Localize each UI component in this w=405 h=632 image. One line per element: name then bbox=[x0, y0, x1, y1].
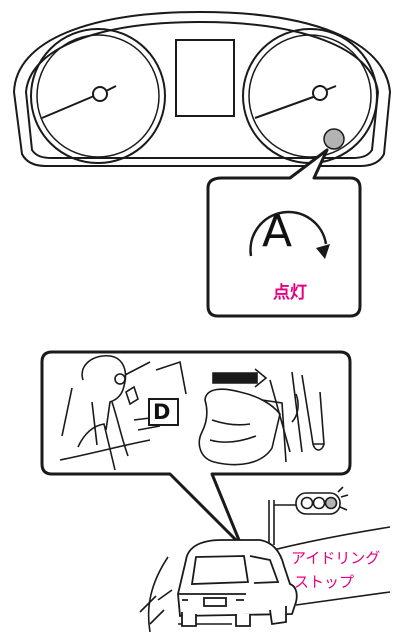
right-gauge bbox=[243, 29, 377, 163]
gear-position-label: D bbox=[153, 402, 170, 423]
idling-stop-label-line2: ストップ bbox=[294, 575, 354, 590]
center-display bbox=[176, 40, 234, 116]
left-gauge bbox=[31, 29, 165, 163]
idling-stop-label-line1: アイドリング bbox=[291, 551, 380, 566]
indicator-lamp bbox=[324, 129, 344, 149]
car bbox=[178, 540, 297, 626]
lit-status-label: 点灯 bbox=[273, 285, 307, 302]
indicator-letter: A bbox=[262, 210, 292, 254]
driving-callout bbox=[42, 352, 350, 545]
